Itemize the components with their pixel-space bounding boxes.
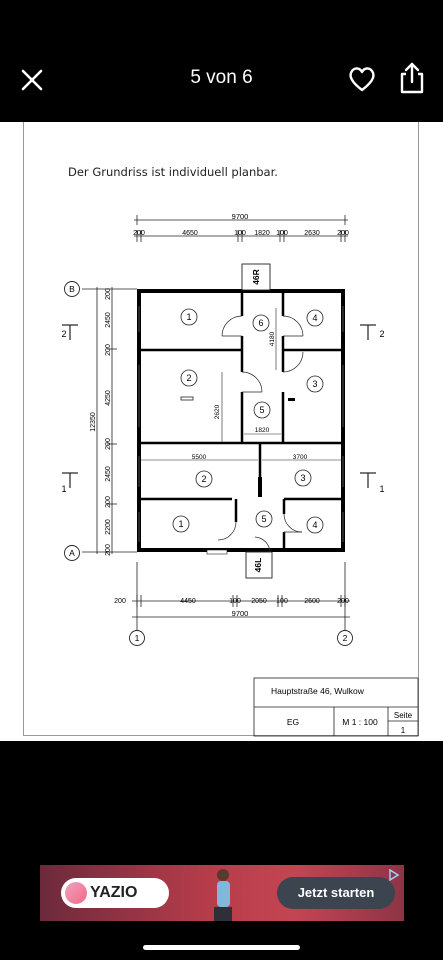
document-page: Der Grundriss ist individuell planbar. 9… <box>0 122 443 741</box>
dim-left-5: 200 <box>105 438 112 450</box>
dim-bottom-1: 200 <box>114 598 126 605</box>
share-icon <box>400 62 424 94</box>
room-number-upper-3: 3 <box>312 379 317 389</box>
room-number-lower-3: 3 <box>300 473 305 483</box>
dim-top-5: 100 <box>276 230 288 237</box>
room-number-lower-1: 1 <box>178 519 183 529</box>
title-block-address: Hauptstraße 46, Wulkow <box>271 686 365 696</box>
dim-bottom-total: 9700 <box>232 609 249 618</box>
room-number-lower-4: 4 <box>312 520 317 530</box>
dim-left-7: 200 <box>105 496 112 508</box>
dim-top-2: 4650 <box>182 230 198 237</box>
ad-cta-button[interactable]: Jetzt starten <box>277 877 395 909</box>
dim-stair-width: 1820 <box>255 427 270 434</box>
dim-bottom-2: 4450 <box>180 598 196 605</box>
axis-label-1: 1 <box>135 633 140 643</box>
heart-icon <box>349 67 375 92</box>
ad-person-image <box>190 865 250 921</box>
room-number-upper-2: 2 <box>186 373 191 383</box>
axis-label-a: A <box>69 548 75 558</box>
section-label-2-left: 2 <box>61 329 66 339</box>
stair-lower <box>245 551 273 579</box>
title-block <box>253 677 419 737</box>
section-label-2-right: 2 <box>379 329 384 339</box>
floor-plan: 9700 200 4650 100 1820 100 2630 200 1235… <box>61 212 419 737</box>
home-indicator[interactable] <box>143 945 300 950</box>
like-button[interactable] <box>346 63 378 95</box>
dim-bottom-3: 100 <box>229 598 241 605</box>
dim-bottom-4: 2050 <box>251 598 267 605</box>
title-block-page-number: 1 <box>401 726 406 735</box>
dim-bottom-7: 200 <box>337 598 349 605</box>
page-counter-title: 5 von 6 <box>190 67 253 88</box>
room-number-upper-5: 5 <box>259 405 264 415</box>
dim-top-1: 200 <box>133 230 145 237</box>
title-block-page-label: Seite <box>394 711 413 720</box>
room-number-upper-1: 1 <box>186 312 191 322</box>
dim-left-2: 2450 <box>105 312 112 328</box>
dim-top-total: 9700 <box>232 212 249 221</box>
dim-stair-length: 2620 <box>214 404 221 419</box>
axis-label-b: B <box>69 284 75 294</box>
title-block-floor: EG <box>287 717 299 727</box>
stair-upper <box>241 263 271 291</box>
axis-label-2: 2 <box>343 633 348 643</box>
document-caption: Der Grundriss ist individuell planbar. <box>68 165 278 179</box>
room-number-lower-5: 5 <box>261 514 266 524</box>
document-frame <box>23 122 419 736</box>
section-label-1-left: 1 <box>61 484 66 494</box>
dim-bottom-5: 100 <box>276 598 288 605</box>
axis-marker-2 <box>337 630 353 646</box>
dim-bottom-6: 2600 <box>304 598 320 605</box>
dim-left-3: 200 <box>105 344 112 356</box>
dim-left-9: 200 <box>105 544 112 556</box>
dim-top-4: 1820 <box>254 230 270 237</box>
ad-banner[interactable]: YAZIO Jetzt starten <box>40 865 404 921</box>
dim-top-3: 100 <box>234 230 246 237</box>
ad-brand-logo: YAZIO <box>61 878 169 908</box>
ad-logo-icon <box>65 882 87 904</box>
stair-label-lower: 46L <box>253 558 263 573</box>
dim-room-left-width: 5500 <box>192 454 207 461</box>
title-block-scale: M 1 : 100 <box>342 717 378 727</box>
ad-choices-icon[interactable] <box>388 868 400 882</box>
room-number-lower-2: 2 <box>201 474 206 484</box>
dim-left-6: 2450 <box>105 466 112 482</box>
dim-left-total: 12350 <box>90 412 97 432</box>
axis-marker-1 <box>129 630 145 646</box>
room-number-upper-6: 6 <box>258 318 263 328</box>
dim-left-4: 4250 <box>105 390 112 406</box>
ad-brand-name: YAZIO <box>90 884 138 901</box>
dim-top-7: 200 <box>337 230 349 237</box>
room-number-upper-4: 4 <box>312 313 317 323</box>
dim-left-8: 2200 <box>105 519 112 535</box>
axis-marker-a <box>64 545 80 561</box>
share-button[interactable] <box>396 60 428 96</box>
section-label-1-right: 1 <box>379 484 384 494</box>
close-button[interactable] <box>14 62 50 98</box>
axis-marker-b <box>64 281 80 297</box>
dim-left-1: 200 <box>105 288 112 300</box>
close-icon <box>21 69 43 91</box>
dim-room-right-width: 3700 <box>293 454 308 461</box>
dim-corridor-height: 4180 <box>269 331 276 346</box>
stair-label-upper: 46R <box>251 269 261 285</box>
interior-walls <box>139 291 343 550</box>
top-bar: 5 von 6 <box>0 0 443 122</box>
dim-top-6: 2630 <box>304 230 320 237</box>
